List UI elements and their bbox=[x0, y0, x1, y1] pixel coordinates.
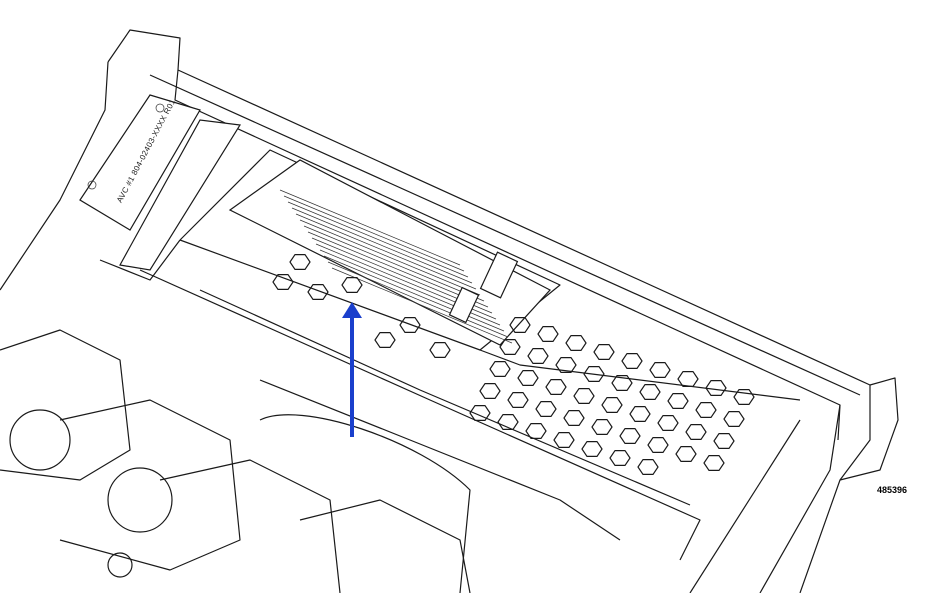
heatsink-fin bbox=[283, 195, 465, 272]
heatsink-module bbox=[228, 159, 551, 346]
vent-hex bbox=[565, 335, 587, 351]
vent-hex-pattern bbox=[272, 254, 755, 475]
heatsink-fin bbox=[287, 201, 469, 278]
vent-hex bbox=[581, 441, 603, 457]
vent-hex bbox=[733, 389, 755, 405]
vent-hex bbox=[677, 371, 699, 387]
vent-hex bbox=[639, 384, 661, 400]
heatsink-fin bbox=[327, 261, 509, 338]
vent-hex bbox=[307, 284, 329, 300]
vent-hex bbox=[545, 379, 567, 395]
vent-hex bbox=[507, 392, 529, 408]
vent-hex bbox=[583, 366, 605, 382]
vent-hex bbox=[657, 415, 679, 431]
vent-hex bbox=[611, 375, 633, 391]
vent-hex bbox=[525, 423, 547, 439]
arrow-head bbox=[342, 302, 362, 318]
vent-hex bbox=[272, 274, 294, 290]
vent-hex bbox=[563, 410, 585, 426]
vent-hex bbox=[555, 357, 577, 373]
vent-hex bbox=[713, 433, 735, 449]
vent-hex bbox=[527, 348, 549, 364]
vent-hex bbox=[537, 326, 559, 342]
vent-hex bbox=[705, 380, 727, 396]
figure-id: 485396 bbox=[877, 485, 908, 495]
vent-hex bbox=[517, 370, 539, 386]
vent-hex bbox=[647, 437, 669, 453]
vent-hex bbox=[621, 353, 643, 369]
vent-hex bbox=[341, 277, 363, 293]
vent-hex bbox=[685, 424, 707, 440]
heatsink-fin bbox=[303, 225, 485, 302]
chassis-outline bbox=[0, 29, 899, 593]
heatsink-fin bbox=[279, 189, 461, 266]
vent-hex bbox=[469, 405, 491, 421]
heatsink-fin bbox=[299, 219, 481, 296]
vent-hex bbox=[609, 450, 631, 466]
vent-hex bbox=[497, 414, 519, 430]
vent-hex bbox=[637, 459, 659, 475]
avc-bracket bbox=[79, 94, 242, 271]
vent-hex bbox=[535, 401, 557, 417]
heatsink-fin bbox=[291, 207, 473, 284]
vent-hex bbox=[619, 428, 641, 444]
vent-hex bbox=[591, 419, 613, 435]
vent-hex bbox=[399, 317, 421, 333]
vent-hex bbox=[695, 402, 717, 418]
vent-hex bbox=[499, 339, 521, 355]
heatsink-fin bbox=[307, 231, 489, 308]
vent-hex bbox=[429, 342, 451, 358]
vent-hex bbox=[374, 332, 396, 348]
heatsink-fin bbox=[331, 267, 513, 344]
vent-hex bbox=[629, 406, 651, 422]
vent-hex bbox=[667, 393, 689, 409]
vent-hex bbox=[289, 254, 311, 270]
vent-hex bbox=[479, 383, 501, 399]
vent-hex bbox=[573, 388, 595, 404]
fan-modules bbox=[0, 329, 471, 593]
heatsink-fin bbox=[295, 213, 477, 290]
vent-hex bbox=[489, 361, 511, 377]
vent-hex bbox=[723, 411, 745, 427]
vent-hex bbox=[675, 446, 697, 462]
heatsink-fin bbox=[323, 255, 505, 332]
vent-hex bbox=[703, 455, 725, 471]
vent-hex bbox=[553, 432, 575, 448]
vent-hex bbox=[593, 344, 615, 360]
vent-hex bbox=[601, 397, 623, 413]
vent-hex bbox=[509, 317, 531, 333]
vent-hex bbox=[649, 362, 671, 378]
